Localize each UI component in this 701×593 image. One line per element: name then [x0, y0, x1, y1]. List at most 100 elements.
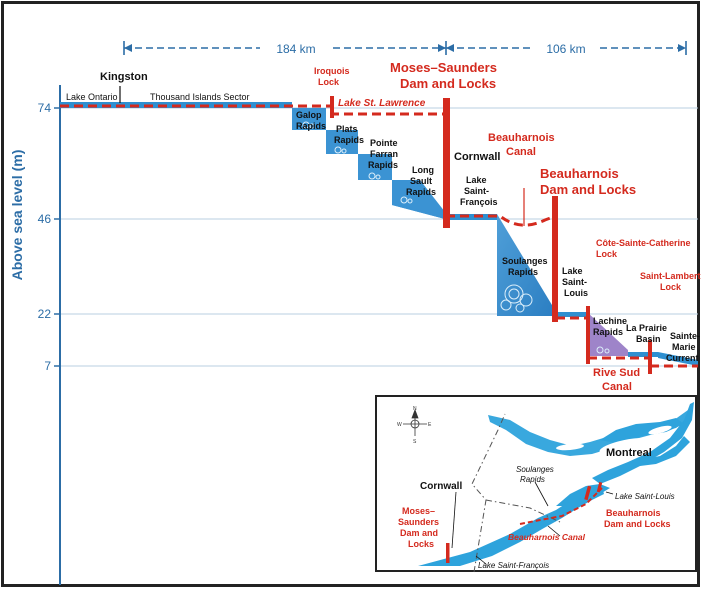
plats-rapids-label-2: Rapids: [334, 135, 364, 145]
y-axis-tickmarks: [54, 107, 60, 367]
distance-east-bg: [533, 40, 597, 56]
inset-dams: [446, 481, 603, 563]
compass-letters: N S E W: [397, 406, 432, 445]
inset-water: [418, 402, 694, 566]
y-axis-ticks: 74 46 22 7: [38, 101, 52, 373]
inset-lake-saint-francois: Lake Saint-François: [478, 561, 549, 570]
saint-lambert-label-2: Lock: [660, 282, 682, 292]
lake-ontario-label: Lake Ontario: [66, 92, 118, 102]
thousand-islands-label: Thousand Islands Sector: [150, 92, 250, 102]
farran-rapids-label-2: Farran: [370, 149, 398, 159]
farran-rapids-label-1: Pointe: [370, 138, 398, 148]
lake-saint-francois-label-3: François: [460, 197, 498, 207]
long-sault-label-1: Long: [412, 165, 434, 175]
cote-sainte-catherine-lock-mark: [586, 306, 590, 364]
distance-east-label: 106 km: [546, 42, 585, 56]
lachine-rapids-label-1: Lachine: [593, 316, 627, 326]
lachine-rapids-label-2: Rapids: [593, 327, 623, 337]
lake-st-lawrence-label: Lake St. Lawrence: [338, 98, 426, 109]
lake-saint-francois-water: [450, 214, 497, 220]
plats-rapids-block: [326, 130, 358, 154]
cote-sainte-catherine-label-1: Côte-Sainte-Catherine: [596, 238, 691, 248]
y-axis-title: Above sea level (m): [9, 150, 25, 281]
rive-sud-canal-label-2: Canal: [602, 381, 632, 393]
moses-saunders-label-2: Dam and Locks: [400, 76, 496, 91]
inset-moses-3: Dam and: [400, 528, 438, 538]
galop-rapids-label-1: Galop: [296, 110, 322, 120]
y-tick-74: 74: [38, 101, 52, 115]
lake-saint-francois-label-1: Lake: [466, 175, 487, 185]
beauharnois-canal-label-2: Canal: [506, 146, 536, 158]
inset-beauharnois-canal: [519, 487, 603, 525]
lake-saint-francois-label-2: Saint-: [464, 186, 489, 196]
farran-rapids-label-3: Rapids: [368, 160, 398, 170]
inset-beauharnois-lock: [596, 481, 603, 493]
saint-lambert-lock-mark: [648, 340, 652, 374]
beauharnois-canal-label-1: Beauharnois: [488, 132, 555, 144]
inset-soulanges-1: Soulanges: [516, 465, 554, 474]
beauharnois-dam-mark: [552, 196, 558, 322]
compass-rose-icon: [403, 408, 427, 436]
galop-rapids-label-2: Rapids: [296, 121, 326, 131]
inset-cornwall: Cornwall: [420, 481, 462, 492]
la-prairie-basin-water: [628, 352, 658, 357]
compass-s: S: [413, 439, 417, 445]
rive-sud-canal-label-1: Rive Sud: [593, 367, 640, 379]
iroquois-lock-label-2: Lock: [318, 77, 340, 87]
inset-montreal: Montreal: [606, 447, 652, 459]
distance-west-label: 184 km: [276, 42, 315, 56]
beauharnois-dam-label-2: Dam and Locks: [540, 182, 636, 197]
farran-rapids-block: [358, 154, 392, 180]
lachine-rapids-water: [587, 312, 628, 356]
kingston-label: Kingston: [100, 71, 148, 83]
sainte-marie-label-1: Sainte-: [670, 331, 700, 341]
long-sault-label-3: Rapids: [406, 187, 436, 197]
compass-e: E: [428, 422, 432, 428]
inset-moses-dam: [446, 543, 450, 563]
soulanges-rapids-water: [497, 214, 555, 316]
plats-rapids-label-1: Plats: [336, 124, 358, 134]
compass-n: N: [413, 406, 417, 412]
locks-and-dams: [330, 96, 652, 374]
inset-beauharnois-canal-label: Beauharnois Canal: [508, 532, 586, 542]
sainte-marie-current-water: [658, 352, 698, 366]
lake-saint-louis-label-1: Lake: [562, 266, 583, 276]
seaway-channel: [60, 104, 698, 368]
inset-boundaries: [471, 413, 561, 573]
inset-map: N S E W Montreal Soulanges Rapids Lake S…: [375, 395, 697, 573]
inset-lake-saint-louis: Lake Saint-Louis: [615, 492, 675, 501]
beauharnois-dam-label-1: Beauharnois: [540, 166, 619, 181]
moses-saunders-dam-mark: [443, 98, 450, 228]
inset-islands: [556, 425, 672, 454]
y-tick-22: 22: [38, 307, 52, 321]
galop-rapids-block: [292, 108, 326, 130]
inset-beauharnois-dam-2: Dam and Locks: [604, 519, 671, 529]
inset-seaway-labels: Moses– Saunders Dam and Locks Beauharnoi…: [398, 506, 671, 549]
inset-moses-4: Locks: [408, 539, 434, 549]
lake-saint-louis-water: [555, 312, 587, 317]
lake-saint-louis-label-2: Saint-: [562, 277, 587, 287]
y-tick-7: 7: [44, 359, 51, 373]
sainte-marie-label-3: Current: [666, 353, 699, 363]
place-labels: Kingston Lake Ontario Thousand Islands S…: [66, 71, 700, 363]
soulanges-rapids-label-1: Soulanges: [502, 256, 548, 266]
cote-sainte-catherine-label-2: Lock: [596, 249, 618, 259]
distance-west-bg: [260, 40, 332, 56]
inset-labels: Montreal Soulanges Rapids Lake Saint-Lou…: [420, 447, 675, 570]
inset-soulanges-2: Rapids: [520, 475, 545, 484]
seaway-labels: Iroquois Lock Lake St. Lawrence Moses–Sa…: [314, 60, 701, 393]
rapids-swirls: [302, 121, 610, 354]
cornwall-label: Cornwall: [454, 151, 500, 163]
lake-saint-louis-label-3: Louis: [564, 288, 588, 298]
long-sault-label-2: Sault: [410, 176, 432, 186]
iroquois-lock-label-1: Iroquois: [314, 66, 350, 76]
moses-saunders-label-1: Moses–Saunders: [390, 60, 497, 75]
long-sault-rapids-block: [392, 180, 445, 219]
compass-w: W: [397, 422, 402, 428]
distance-bar: [123, 41, 687, 55]
inset-beauharnois-dam: [584, 485, 592, 501]
inset-beauharnois-dam-1: Beauharnois: [606, 508, 661, 518]
la-prairie-label-2: Basin: [636, 334, 661, 344]
